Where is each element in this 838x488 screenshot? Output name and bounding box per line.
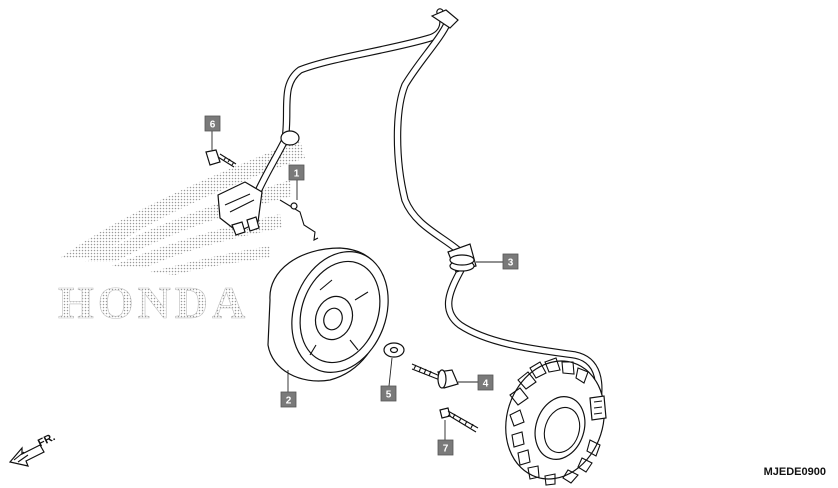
honda-logo-text: HONDA <box>58 277 249 328</box>
svg-text:3: 3 <box>508 258 514 269</box>
grommet <box>447 243 477 273</box>
svg-text:6: 6 <box>210 120 216 131</box>
small-bolt <box>205 149 237 168</box>
callout-7: 7 <box>437 439 454 456</box>
clip <box>279 199 319 241</box>
stator-bolt <box>439 407 479 433</box>
wiring-harness <box>251 8 603 404</box>
callout-6: 6 <box>204 115 221 132</box>
front-direction-arrow: FR. <box>8 431 57 467</box>
svg-text:5: 5 <box>386 390 392 401</box>
callout-1: 1 <box>288 164 305 181</box>
callout-5: 5 <box>380 385 397 402</box>
callout-2: 2 <box>280 391 297 408</box>
pulse-sensor <box>217 181 263 236</box>
svg-text:1: 1 <box>294 169 300 180</box>
front-direction-label: FR. <box>36 431 57 450</box>
washer <box>383 342 405 358</box>
svg-text:7: 7 <box>443 444 449 455</box>
flywheel <box>267 247 389 382</box>
reference-code: MJEDE0900 <box>763 466 826 478</box>
honda-wing-logo: HONDA <box>58 140 305 328</box>
flange-bolt <box>411 363 459 389</box>
stator-coil <box>505 357 607 486</box>
svg-text:4: 4 <box>483 379 489 390</box>
callout-3: 3 <box>502 253 519 270</box>
leader-lines <box>211 131 503 440</box>
svg-text:2: 2 <box>286 396 292 407</box>
callout-4: 4 <box>477 374 494 391</box>
